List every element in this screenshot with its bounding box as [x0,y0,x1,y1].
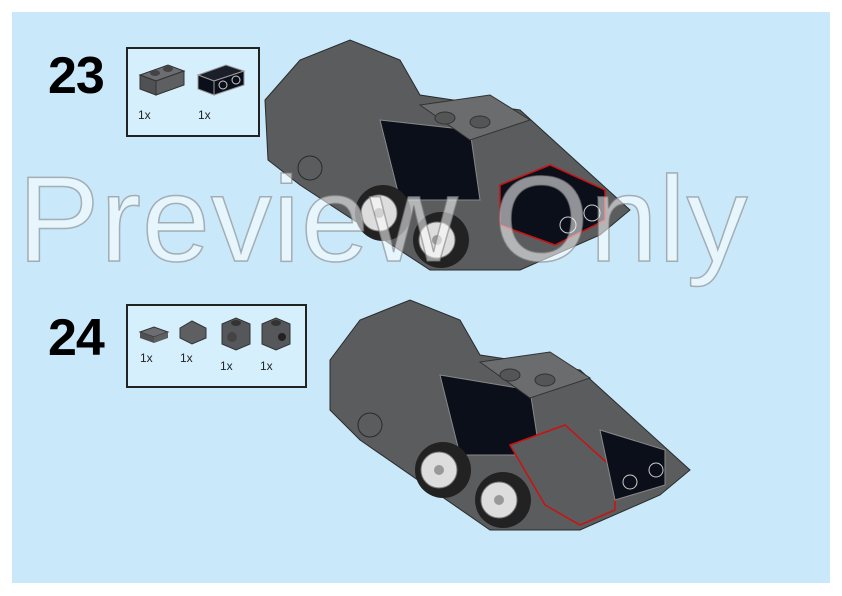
part-brick-1x1-stud-side [261,317,291,351]
wheel-icon [413,212,469,268]
part-brick-1x2-studs-side-black [196,64,246,96]
part-qty: 1x [198,108,211,122]
wheel-icon [355,185,411,241]
part-qty: 1x [180,351,193,365]
preview-watermark: Preview Only [17,151,749,287]
model-step-24 [329,299,691,531]
model-step-23 [264,39,631,271]
highlight-new-part [508,424,616,526]
parts-list-step-23: 1x 1x [126,47,260,137]
part-qty: 1x [260,359,273,373]
highlight-new-part [499,164,606,246]
part-qty: 1x [140,351,153,365]
wheel-icon [475,472,531,528]
part-brick-1x1-stud-side [221,317,251,351]
parts-list-step-24: 1x 1x 1x 1x [126,304,307,388]
part-brick-1x2-gray [138,64,186,96]
part-plate-1x1 [138,326,170,343]
part-qty: 1x [220,359,233,373]
step-number-24: 24 [48,309,105,367]
part-slope-1x1 [179,320,207,345]
step-number-23: 23 [48,47,105,105]
part-qty: 1x [138,108,151,122]
wheel-icon [415,442,471,498]
